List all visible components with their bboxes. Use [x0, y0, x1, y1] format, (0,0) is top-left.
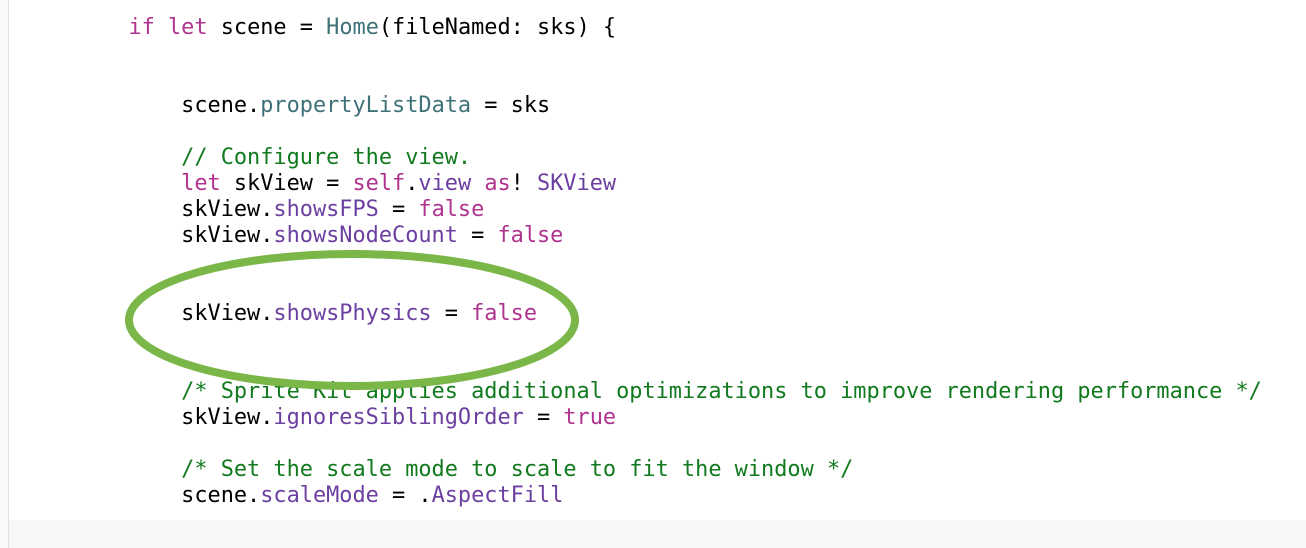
- token-kw: let: [167, 15, 208, 40]
- code-line[interactable]: [23, 119, 1262, 145]
- token-plain: =: [523, 405, 564, 430]
- token-prop: showsFPS: [273, 197, 379, 222]
- token-kw: let: [181, 171, 221, 196]
- token-plain: [23, 171, 181, 196]
- token-plain: skView.: [23, 405, 274, 430]
- token-type: propertyListData: [260, 93, 472, 118]
- token-prop: ignoresSiblingOrder: [273, 405, 524, 430]
- token-plain: skView =: [220, 171, 353, 196]
- code-line[interactable]: /* Set the scale mode to scale to fit th…: [23, 457, 1262, 483]
- token-cmt: /* Set the scale mode to scale to fit th…: [181, 457, 854, 482]
- code-line[interactable]: [23, 327, 1262, 353]
- code-line[interactable]: let skView = self.view as! SKView: [23, 171, 1262, 197]
- token-prop: AspectFill: [431, 483, 564, 508]
- token-plain: = sks: [471, 93, 551, 118]
- token-kw: as: [484, 171, 511, 196]
- code-line[interactable]: [23, 41, 1262, 67]
- token-prop: SKView: [537, 171, 617, 196]
- token-plain: skView.: [23, 301, 274, 326]
- token-plain: scene.: [23, 93, 261, 118]
- token-type: Home: [326, 15, 379, 40]
- editor-footer: [9, 520, 1306, 548]
- token-plain: scene.: [23, 483, 261, 508]
- token-prop: view: [418, 171, 472, 196]
- code-line[interactable]: scene.scaleMode = .AspectFill: [23, 483, 1262, 509]
- code-line[interactable]: [23, 249, 1262, 275]
- code-line[interactable]: /* Sprite Kit applies additional optimiz…: [23, 379, 1262, 405]
- token-plain: [23, 457, 181, 482]
- code-line[interactable]: // Configure the view.: [23, 145, 1262, 171]
- token-prop: scaleMode: [260, 483, 379, 508]
- code-line[interactable]: skView.showsNodeCount = false: [23, 223, 1262, 249]
- token-plain: =: [378, 197, 419, 222]
- token-plain: = .: [378, 483, 432, 508]
- token-plain: skView.: [23, 223, 274, 248]
- line-number-gutter: [0, 0, 9, 548]
- token-plain: [23, 379, 181, 404]
- token-plain: skView.: [23, 197, 274, 222]
- code-line[interactable]: if let scene = Home(fileNamed: sks) {: [23, 15, 1262, 41]
- code-editor[interactable]: if let scene = Home(fileNamed: sks) { sc…: [23, 15, 1262, 509]
- code-line[interactable]: scene.propertyListData = sks: [23, 93, 1262, 119]
- token-plain: !: [510, 171, 538, 196]
- token-prop: showsPhysics: [273, 301, 432, 326]
- token-plain: scene =: [207, 15, 327, 40]
- token-kw: if: [128, 15, 155, 40]
- token-kw: self: [352, 171, 406, 196]
- token-plain: =: [457, 223, 498, 248]
- code-line[interactable]: [23, 353, 1262, 379]
- token-plain: [471, 171, 484, 196]
- token-plain: (fileNamed: sks) {: [378, 15, 617, 40]
- token-kw: false: [418, 197, 485, 222]
- token-plain: [155, 15, 168, 40]
- code-line[interactable]: [23, 67, 1262, 93]
- code-line[interactable]: [23, 275, 1262, 301]
- token-cmt: // Configure the view.: [181, 145, 472, 170]
- token-kw: false: [497, 223, 564, 248]
- token-plain: [23, 145, 181, 170]
- code-line[interactable]: [23, 431, 1262, 457]
- token-cmt: /* Sprite Kit applies additional optimiz…: [181, 379, 1262, 404]
- token-plain: [23, 15, 128, 40]
- code-line[interactable]: skView.ignoresSiblingOrder = true: [23, 405, 1262, 431]
- code-line[interactable]: skView.showsPhysics = false: [23, 301, 1262, 327]
- token-kw: true: [563, 405, 617, 430]
- token-plain: .: [405, 171, 419, 196]
- token-kw: false: [471, 301, 538, 326]
- code-line[interactable]: skView.showsFPS = false: [23, 197, 1262, 223]
- token-prop: showsNodeCount: [273, 223, 458, 248]
- token-plain: =: [431, 301, 472, 326]
